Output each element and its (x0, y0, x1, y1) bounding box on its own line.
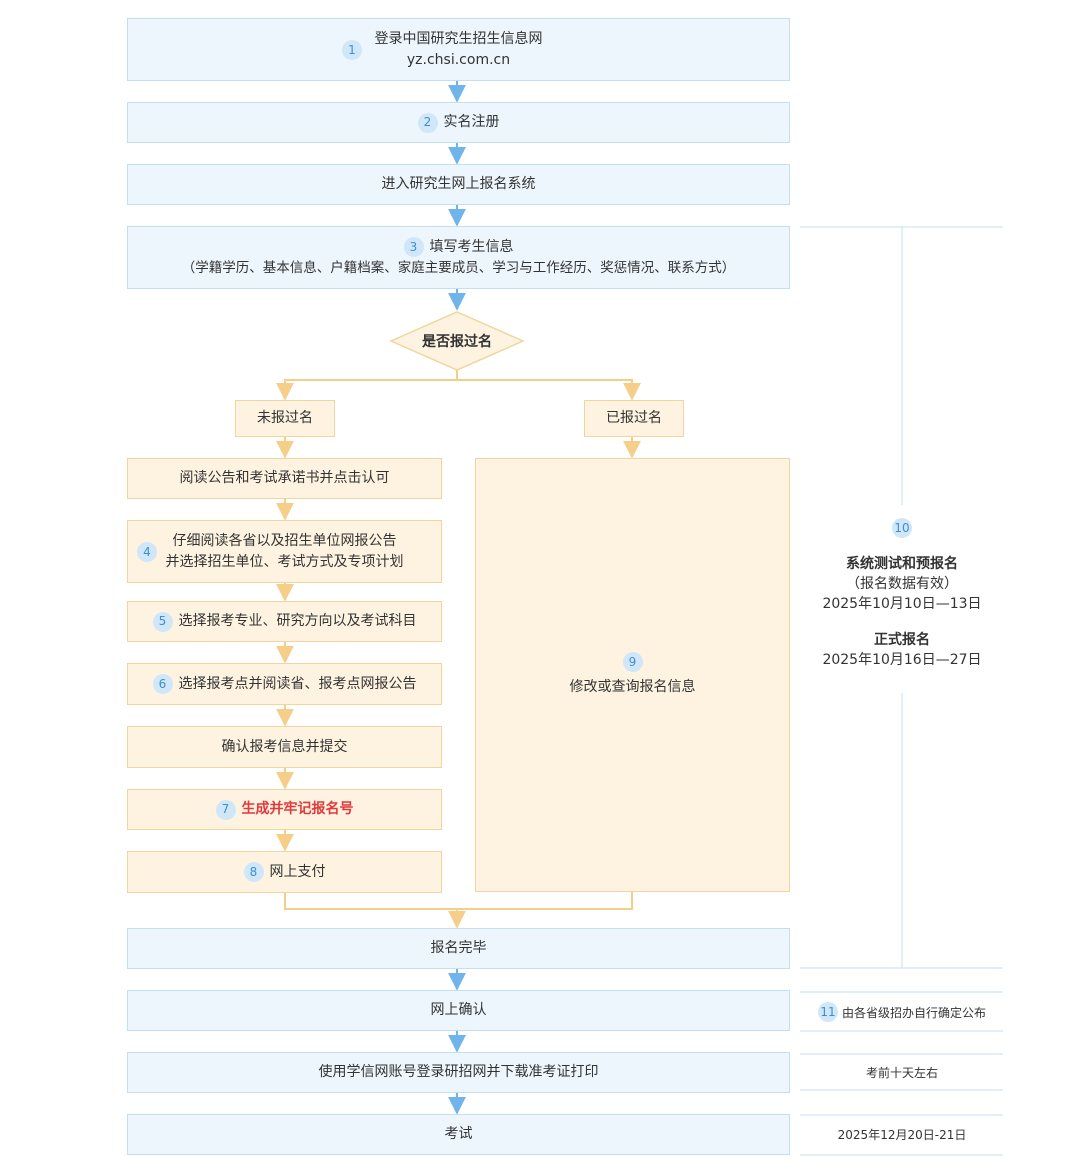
step-online-confirm: 网上确认 (127, 990, 790, 1031)
step-choose-major: 5 选择报考专业、研究方向以及考试科目 (127, 601, 442, 642)
read-notice-label: 阅读公告和考试承诺书并点击认可 (179, 470, 390, 486)
print-note-label: 考前十天左右 (865, 1065, 938, 1080)
confirm-period-note: 11 由各省级招办自行确定公布 (802, 1000, 1002, 1024)
pre-registration-note: （报名数据有效） (846, 576, 958, 592)
step-number-1: 1 (342, 40, 362, 60)
generate-number-label: 生成并牢记报名号 (241, 801, 354, 817)
read-province-line1: 仔细阅读各省以及招生单位网报公告 (172, 532, 397, 549)
pre-registration-dates: 2025年10月10日—13日 (822, 596, 982, 612)
formal-registration-title: 正式报名 (874, 632, 930, 648)
step-number-4: 4 (137, 542, 157, 562)
step-generate-number: 7 生成并牢记报名号 (127, 789, 442, 830)
step-read-province: 4 仔细阅读各省以及招生单位网报公告 并选择招生单位、考试方式及专项计划 (127, 520, 442, 583)
step-enter-system: 进入研究生网上报名系统 (127, 164, 790, 205)
register-label: 实名注册 (443, 114, 500, 130)
step-number-9: 9 (622, 652, 643, 672)
step-fill-info: 3 填写考生信息 （学籍学历、基本信息、户籍档案、家庭主要成员、学习与工作经历、… (127, 226, 790, 289)
print-period-note: 考前十天左右 (802, 1061, 1002, 1083)
exam-dates-note: 2025年12月20日-21日 (802, 1123, 1002, 1145)
registration-period-panel: 10 系统测试和预报名 （报名数据有效） 2025年10月10日—13日 正式报… (802, 518, 1002, 670)
step-pay-online: 8 网上支付 (127, 851, 442, 893)
step-number-2: 2 (417, 112, 438, 133)
exam-dates-label: 2025年12月20日-21日 (837, 1127, 967, 1142)
login-title: 登录中国研究生招生信息网 (374, 30, 543, 47)
step-number-10: 10 (892, 518, 912, 538)
confirm-submit-label: 确认报考信息并提交 (221, 738, 348, 755)
fill-info-title: 填写考生信息 (429, 238, 514, 255)
step-number-3: 3 (403, 237, 424, 257)
enter-system-label: 进入研究生网上报名系统 (381, 176, 536, 192)
decision-diamond (389, 311, 525, 371)
step-number-8: 8 (243, 862, 264, 882)
branch-registered: 已报过名 (584, 400, 684, 437)
step-complete: 报名完毕 (127, 928, 790, 969)
step-number-11: 11 (817, 1002, 838, 1022)
pre-registration-title: 系统测试和预报名 (846, 556, 958, 572)
modify-query-label: 修改或查询报名信息 (569, 679, 696, 695)
online-confirm-label: 网上确认 (430, 1002, 487, 1018)
registered-label: 已报过名 (606, 410, 662, 426)
fill-info-detail: （学籍学历、基本信息、户籍档案、家庭主要成员、学习与工作经历、奖惩情况、联系方式… (181, 259, 736, 276)
exam-label: 考试 (444, 1126, 473, 1142)
step-login: 1 登录中国研究生招生信息网 yz.chsi.com.cn (127, 18, 790, 81)
decision-label: 是否报过名 (422, 334, 492, 350)
step-number-7: 7 (215, 799, 236, 820)
confirm-note-label: 由各省级招办自行确定公布 (841, 1005, 986, 1020)
not-registered-label: 未报过名 (257, 410, 313, 426)
step-exam: 考试 (127, 1114, 790, 1155)
read-province-line2: 并选择招生单位、考试方式及专项计划 (165, 553, 404, 570)
complete-label: 报名完毕 (430, 940, 487, 956)
step-read-notice: 阅读公告和考试承诺书并点击认可 (127, 458, 442, 499)
choose-site-label: 选择报考点并阅读省、报考点网报公告 (178, 675, 417, 692)
print-ticket-label: 使用学信网账号登录研招网并下载准考证打印 (318, 1064, 599, 1080)
step-number-5: 5 (152, 611, 173, 632)
step-modify-query: 9 修改或查询报名信息 (475, 458, 790, 892)
step-confirm-submit: 确认报考信息并提交 (127, 726, 442, 768)
step-number-6: 6 (152, 674, 173, 694)
choose-major-label: 选择报考专业、研究方向以及考试科目 (178, 613, 417, 629)
pay-online-label: 网上支付 (269, 863, 326, 880)
step-register: 2 实名注册 (127, 102, 790, 143)
branch-not-registered: 未报过名 (235, 400, 335, 437)
step-choose-site: 6 选择报考点并阅读省、报考点网报公告 (127, 663, 442, 705)
login-url: yz.chsi.com.cn (406, 51, 511, 68)
step-print-ticket: 使用学信网账号登录研招网并下载准考证打印 (127, 1052, 790, 1093)
formal-registration-dates: 2025年10月16日—27日 (822, 652, 982, 668)
